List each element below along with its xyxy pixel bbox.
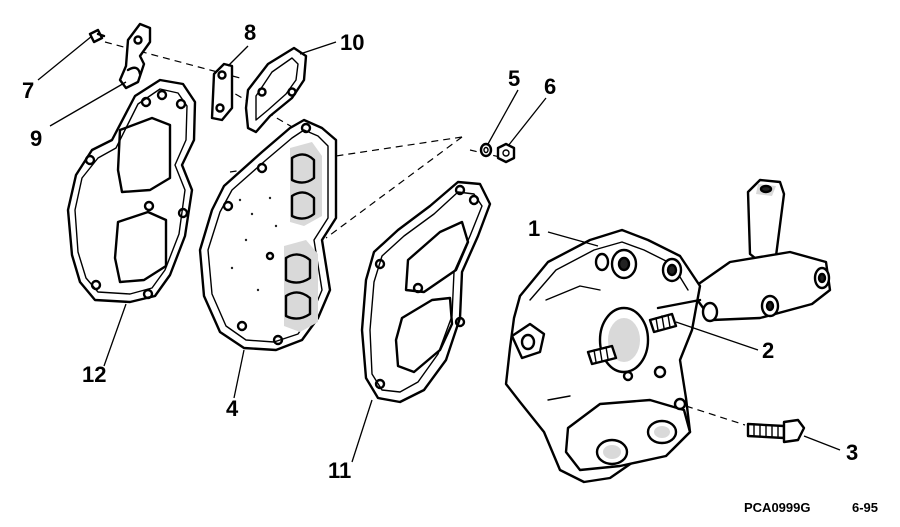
callout-10: 10 (340, 30, 364, 55)
callout-1: 1 (528, 216, 540, 241)
callout-7: 7 (22, 78, 34, 103)
gasket-icon (360, 180, 492, 404)
figure-date: 6-95 (852, 500, 878, 515)
callout-3: 3 (846, 440, 858, 465)
nut-icon (496, 142, 516, 164)
gasket-small-icon (244, 46, 308, 134)
clip-bracket-icon (118, 22, 152, 90)
callout-12: 12 (82, 362, 106, 387)
callout-6: 6 (544, 74, 556, 99)
gasket-large-icon (66, 78, 197, 304)
callout-9: 9 (30, 126, 42, 151)
retainer-icon (210, 62, 234, 122)
callout-labels: 7 9 8 10 5 6 1 2 3 12 4 11 (22, 20, 858, 483)
leader-lines (37, 35, 841, 463)
callout-11: 11 (328, 458, 351, 483)
screw-icon (88, 28, 106, 44)
lockwasher-icon (479, 142, 493, 158)
stud-icon (586, 312, 678, 366)
bolt-icon (746, 418, 806, 444)
figure-code: PCA0999G (744, 500, 810, 515)
callout-5: 5 (508, 66, 520, 91)
callout-2: 2 (762, 338, 774, 363)
callout-4: 4 (226, 396, 239, 421)
callout-8: 8 (244, 20, 256, 45)
reed-plate-icon (198, 118, 338, 352)
